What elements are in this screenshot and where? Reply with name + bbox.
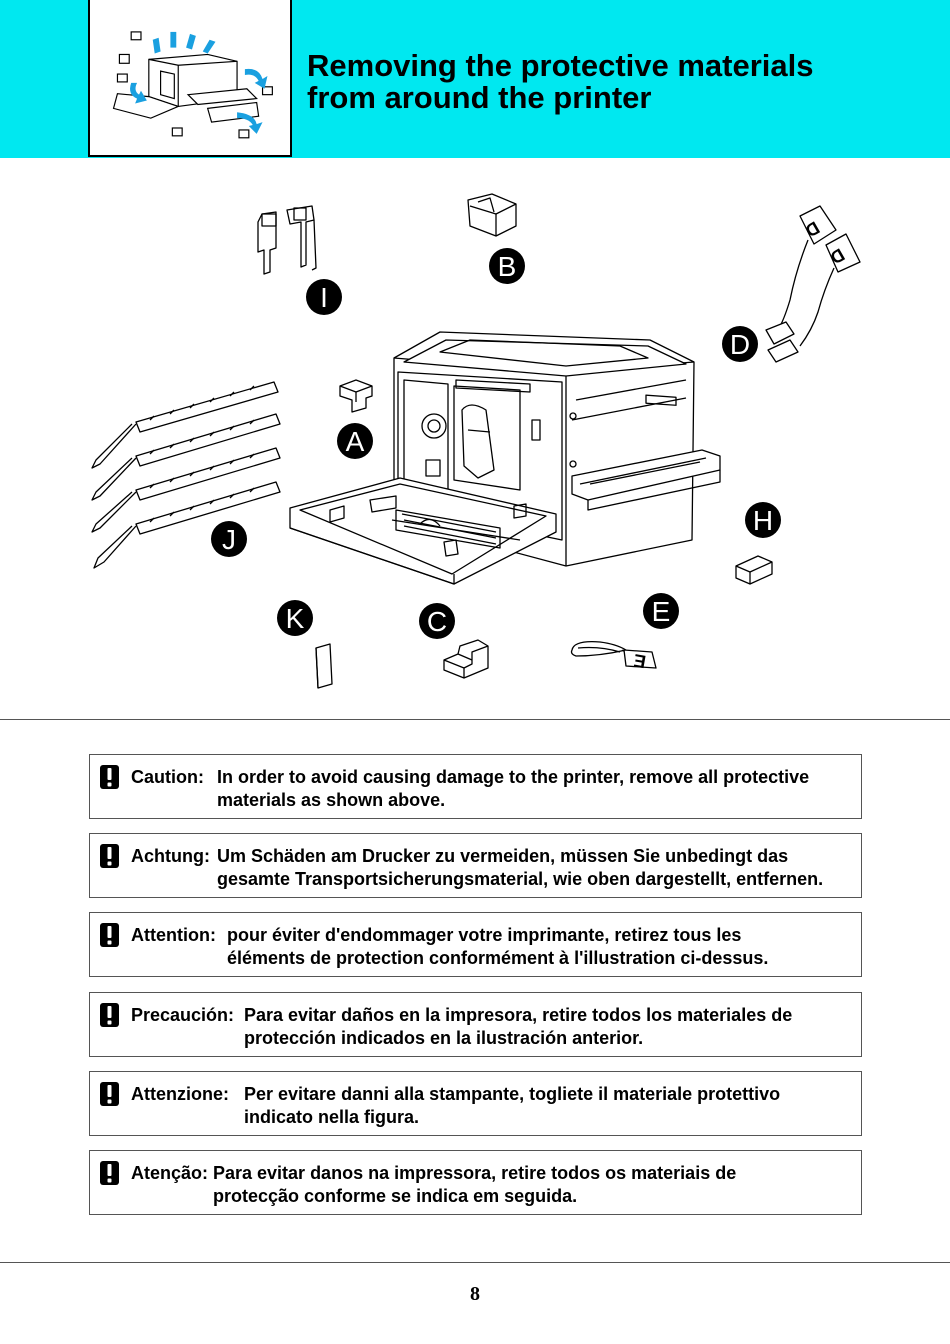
svg-text:B: B — [498, 251, 517, 282]
notice-caution-en: Caution: In order to avoid causing damag… — [89, 754, 862, 819]
svg-text:J: J — [222, 524, 236, 555]
caution-exclamation-icon — [100, 844, 119, 868]
svg-text:I: I — [320, 282, 328, 313]
notice-text: Para evitar daños en la impresora, retir… — [244, 1005, 793, 1048]
svg-text:K: K — [286, 603, 305, 634]
notice-label: Attention: — [131, 925, 216, 945]
notice-caution-pt: Atenção: Para evitar danos na impressora… — [89, 1150, 862, 1215]
part-b-cushion — [467, 193, 517, 237]
part-k-strip — [315, 643, 333, 689]
part-d-tags — [765, 205, 861, 363]
notice-caution-fr: Attention: pour éviter d'endommager votr… — [89, 912, 862, 977]
callout-k: K — [277, 600, 313, 636]
printer-parts-diagram: D D E I B D A J — [91, 193, 861, 689]
part-h-block — [735, 555, 773, 585]
callout-h: H — [745, 502, 781, 538]
notice-text: In order to avoid causing damage to the … — [217, 767, 810, 810]
notice-text: Per evitare danni alla stampante, toglie… — [244, 1084, 781, 1127]
callout-badges: I B D A J H K — [211, 248, 781, 639]
notice-label: Precaución: — [131, 1005, 235, 1025]
callout-i: I — [306, 279, 342, 315]
notice-text: Um Schäden am Drucker zu vermeiden, müss… — [217, 846, 824, 889]
caution-exclamation-icon — [100, 1003, 119, 1027]
callout-b: B — [489, 248, 525, 284]
notice-caution-de: Achtung: Um Schäden am Drucker zu vermei… — [89, 833, 862, 898]
callout-a: A — [337, 423, 373, 459]
part-e-tag-letter: E — [632, 650, 647, 672]
printer-thumbnail-illustration — [112, 31, 273, 139]
notice-text: Para evitar danos na impressora, retire … — [213, 1163, 737, 1206]
section-divider-top — [0, 719, 950, 720]
part-c-block — [443, 639, 489, 679]
callout-d: D — [722, 326, 758, 362]
callout-e: E — [643, 593, 679, 629]
page-title: Removing the protective materials from a… — [307, 50, 814, 114]
notice-caution-es: Precaución: Para evitar daños en la impr… — [89, 992, 862, 1057]
svg-text:C: C — [427, 606, 447, 637]
caution-exclamation-icon — [100, 923, 119, 947]
notice-text: pour éviter d'endommager votre imprimant… — [227, 925, 769, 968]
part-j-rods — [91, 381, 281, 569]
caution-exclamation-icon — [100, 1082, 119, 1106]
callout-c: C — [419, 603, 455, 639]
part-e-cord — [570, 641, 657, 669]
printer-illustration: D D E I B D A J — [0, 170, 950, 710]
caution-exclamation-icon — [100, 765, 119, 789]
notice-label: Atenção: — [131, 1163, 209, 1183]
page-title-line-2: from around the printer — [307, 80, 652, 115]
part-a-block — [339, 379, 373, 413]
notice-caution-it: Attenzione: Per evitare danni alla stamp… — [89, 1071, 862, 1136]
notice-label: Achtung: — [131, 846, 210, 866]
header-thumbnail — [88, 0, 292, 157]
svg-text:A: A — [346, 426, 365, 457]
printer-front-door — [289, 477, 557, 585]
caution-exclamation-icon — [100, 1161, 119, 1185]
svg-text:D: D — [730, 329, 750, 360]
page-title-line-1: Removing the protective materials — [307, 48, 814, 83]
callout-j: J — [211, 521, 247, 557]
page-number: 8 — [470, 1283, 480, 1305]
part-i-brackets — [257, 205, 317, 275]
notice-label: Caution: — [131, 767, 204, 787]
notice-label: Attenzione: — [131, 1084, 229, 1104]
printer-output-tray — [571, 449, 721, 511]
svg-text:E: E — [652, 596, 671, 627]
svg-text:H: H — [753, 505, 773, 536]
section-divider-bottom — [0, 1262, 950, 1263]
